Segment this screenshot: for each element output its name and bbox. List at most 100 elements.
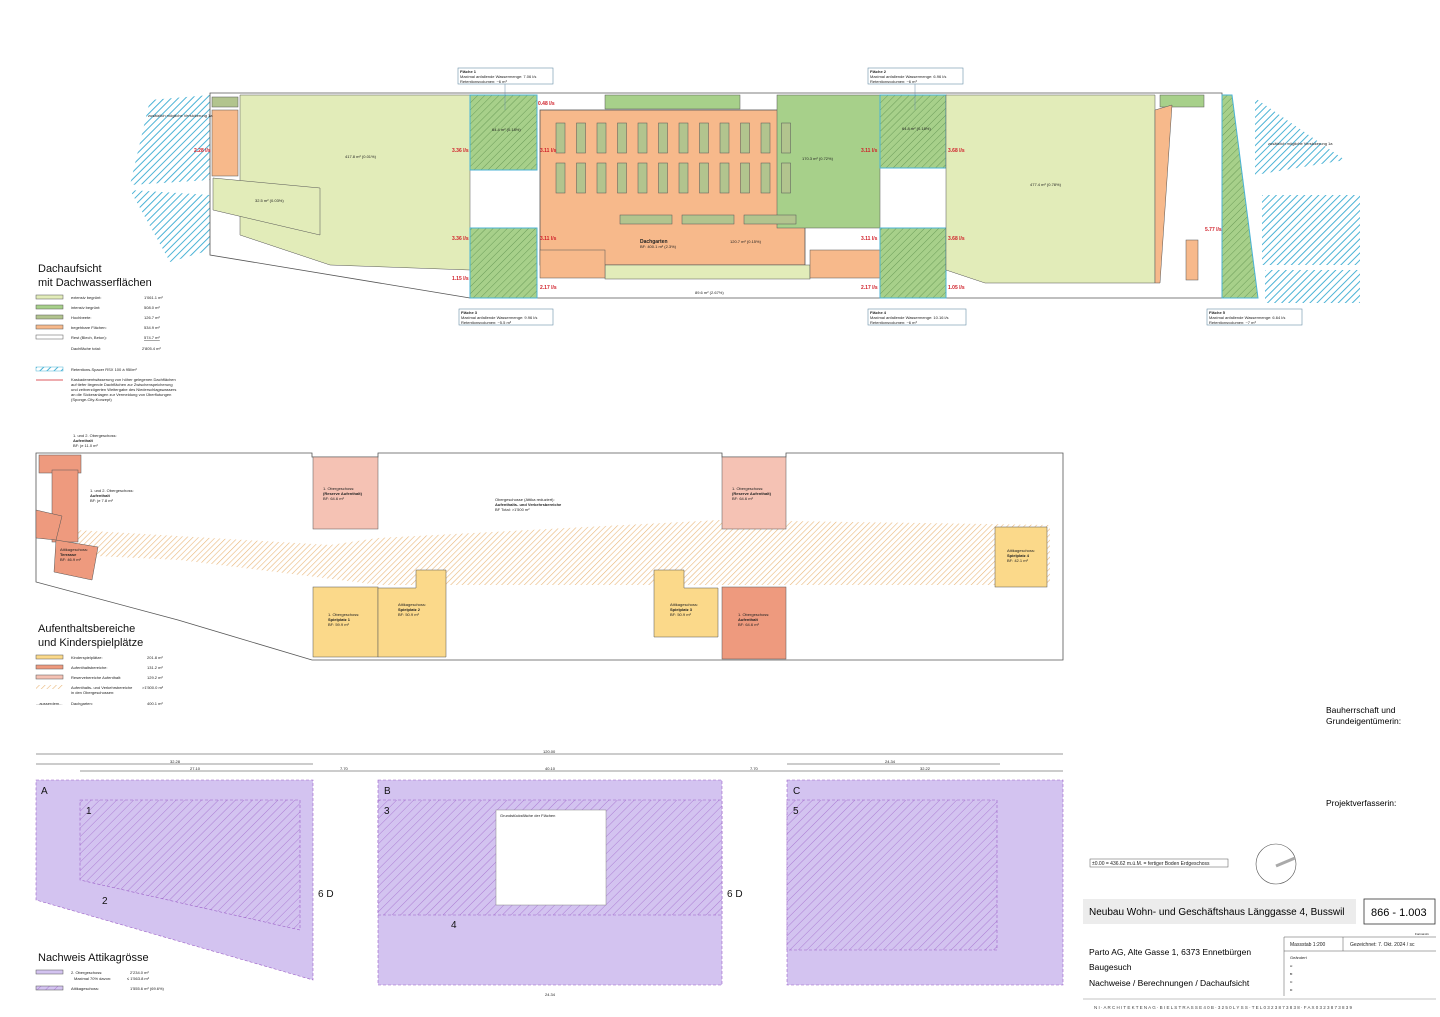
stay-plan-subtitle: und Kinderspielplätze [38,637,143,649]
raised-bed [619,214,673,225]
raised-bed [555,162,566,194]
svg-text:Retentionsvolumen: ~7 m³: Retentionsvolumen: ~7 m³ [1209,320,1256,325]
raised-bed [211,96,239,108]
svg-text:1'061.1 m²: 1'061.1 m² [144,295,163,300]
walkable-right [1154,104,1173,284]
svg-text:Attikageschoss:: Attikageschoss: [71,986,99,991]
svg-text:131.2 m²: 131.2 m² [147,665,163,670]
stay-label-name: Aufenthalt [73,438,93,443]
surface-label: 120.7 m² (0.15%) [730,239,762,244]
legend-swatch-raised-beds [35,314,64,320]
elevation-note: ±0.00 = 436.62 m.ü.M. = fertiger Boden E… [1092,861,1210,867]
svg-text:...ausserdem...: ...ausserdem... [36,701,62,706]
stay-label-name: Aufenthalts- und Verkehrsbereiche [495,502,562,507]
svg-text:Fläche 4: Fläche 4 [870,310,887,315]
svg-text:32.28: 32.28 [170,759,181,764]
svg-text:Fläche 1: Fläche 1 [460,69,477,74]
raised-bed [617,122,627,154]
playground-3 [653,569,719,638]
svg-text:extensiv begrünt:: extensiv begrünt: [71,295,101,300]
retention-area-left-2 [130,190,210,262]
format: Format A1 [1415,932,1429,936]
playground-1 [312,586,379,658]
svg-text:Maximal 70% davon:: Maximal 70% davon: [74,976,111,981]
raised-bed [658,162,668,194]
svg-text:und zeitverzögerten Weitergabe: und zeitverzögerten Weitergabe des Niede… [71,387,176,392]
elevation-note-box [1089,858,1229,868]
svg-text:24.34: 24.34 [545,992,556,997]
raised-bed [743,214,797,225]
raised-bed [719,162,730,194]
roof-plan-subtitle: mit Dachwasserflächen [38,277,152,289]
legend-swatch-retention [35,366,64,372]
attic-area-1 [79,799,301,931]
raised-bed [699,162,709,194]
area-1-retention [469,94,538,171]
reserve-stay-area [312,456,379,530]
svg-text:Dachfläche total:: Dachfläche total: [71,346,101,351]
drawn-date: Gezeichnet: 7. Okt. 2024 / sc [1350,942,1415,948]
cascade-flows: 2.28 l/s 3.36 l/s 3.36 l/s 1.15 l/s 0.48… [194,101,1222,291]
stay-label-area: BF: 50.9 m² [398,612,420,617]
raised-bed [760,122,771,154]
svg-text:Fläche 3: Fläche 3 [461,310,478,315]
attic-plan-title: Nachweis Attikagrösse [38,952,149,964]
stay-label-name: (Reserve Aufenthalt) [323,491,363,496]
playground-2 [377,569,447,658]
legend-swatch-attic [35,985,64,991]
svg-text:574.7 m²: 574.7 m² [144,335,160,340]
stay-label-floor: 1. Obergeschoss: [732,486,763,491]
area-calculation-table [495,809,607,906]
raised-bed [637,122,648,154]
svg-text:Hochbeete:: Hochbeete: [71,315,91,320]
flow-rate: 3.36 l/s [452,148,469,154]
stay-label-floor: 1. Obergeschoss: [328,612,359,617]
retention-note: zusätzlich mögliche Versickerung 1a [1268,141,1333,146]
stay-label-area: BF: 64.6 m² [738,622,760,627]
plan-content: Nachweise / Berechnungen / Dachaufsicht [1089,978,1250,988]
flow-rate: 3.11 l/s [540,148,557,154]
stay-label-area: BF: 59.9 m² [328,622,350,627]
svg-text:Dachgarten:: Dachgarten: [71,701,93,706]
raised-bed [678,122,689,154]
stay-label-name: Terrasse [60,552,77,557]
svg-text:534.9 m²: 534.9 m² [144,325,160,330]
roof-outline [209,92,1223,299]
svg-text:Kinderspielplätze:: Kinderspielplätze: [71,655,103,660]
svg-text:begehbare Flächen:: begehbare Flächen: [71,325,107,330]
stay-label-name: Spielplatz 4 [1007,553,1030,558]
retention-note: zusätzlich mögliche Versickerung 1a [148,113,213,118]
designer-label: Projektverfasserin: [1326,798,1396,808]
svg-text:auf tiefer liegende Dachfläche: auf tiefer liegende Dachflächen zur Zwis… [71,382,173,387]
stay-label-area: BF: 64.6 m² [732,496,754,501]
retention-area-right-2 [1262,195,1360,265]
raised-bed [555,122,566,154]
stay-plan-title: Aufenthaltsbereiche [38,623,135,635]
raised-bed [596,122,607,154]
title-block: Bauherrschaft und Grundeigentümerin: Pro… [1083,705,1436,1010]
intensive-green-strip [604,94,741,110]
stay-label-floor: Attikageschoss: [670,602,698,607]
svg-text:126.7 m²: 126.7 m² [144,315,160,320]
extensive-green-right [945,94,1156,284]
surface-label: 170.3 m² (0.72%) [802,156,834,161]
svg-text:2. Obergeschoss:: 2. Obergeschoss: [71,970,102,975]
stay-label-floor: Attikageschoss: [398,602,426,607]
flow-rate: 3.11 l/s [861,148,878,154]
flow-rate: 2.17 l/s [540,285,557,291]
raised-bed [678,162,689,194]
section-letter: B [384,786,391,797]
retention-area-right-3 [1265,270,1360,303]
svg-text:Retentionsvolumen: ~6 m³: Retentionsvolumen: ~6 m³ [870,79,917,84]
svg-text:2'234.0 m²: 2'234.0 m² [130,970,149,975]
raised-bed [699,122,709,154]
section-letter: C [793,786,800,797]
project-title-band [1083,899,1356,924]
raised-bed [658,122,668,154]
